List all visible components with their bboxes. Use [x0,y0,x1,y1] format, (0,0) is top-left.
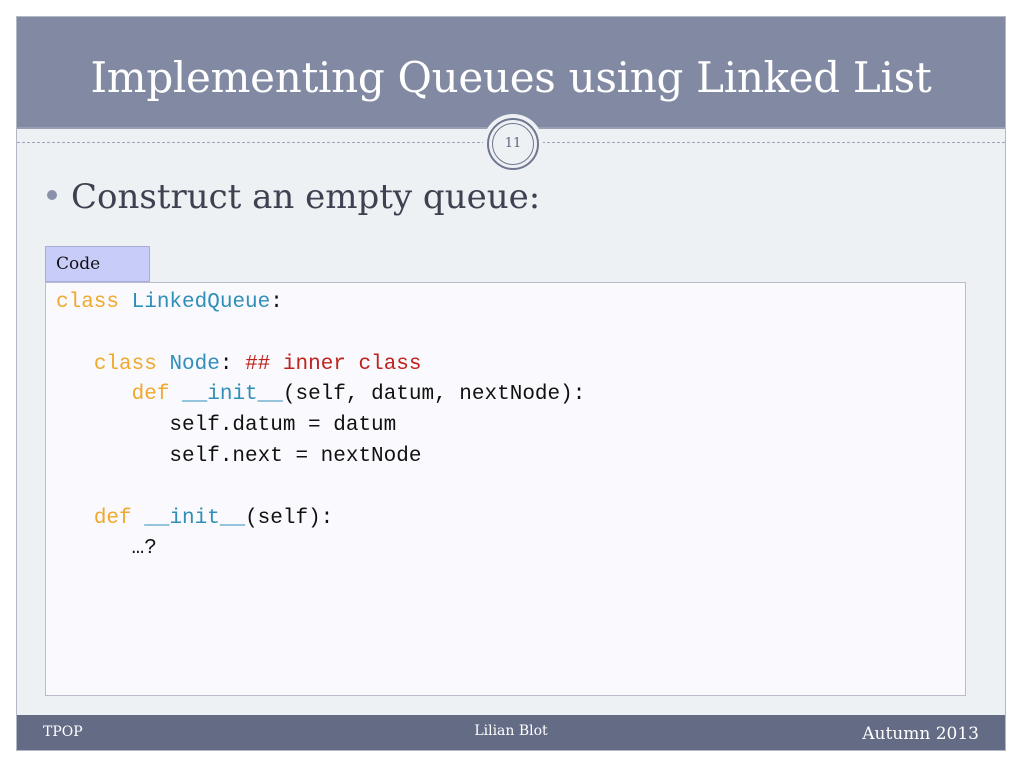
code-line-3: class Node: ## inner class [56,353,422,376]
code-tab: Code [45,246,150,282]
footer-term: Autumn 2013 [862,724,979,744]
code-line-5: self.datum = datum [56,414,397,438]
footer-author: Lilian Blot [474,723,548,739]
code-identifier: LinkedQueue [131,291,271,314]
slide-title: Implementing Queues using Linked List [90,53,932,102]
bullet-item: Construct an empty queue: [47,177,540,217]
code-identifier: Node [169,352,220,376]
code-line-6: self.next = nextNode [56,444,422,468]
page-number: 11 [504,136,522,151]
code-listing: class LinkedQueue: class Node: ## inner … [56,288,585,565]
footer-bar: TPOP Lilian Blot Autumn 2013 [17,715,1005,750]
code-identifier: __init__ [144,506,246,530]
code-indent [56,353,94,376]
bullet-text: Construct an empty queue: [71,177,541,217]
code-identifier: __init__ [182,383,283,407]
code-line-4: def __init__(self, datum, nextNode): [56,383,586,407]
code-block: class LinkedQueue: class Node: ## inner … [45,282,966,696]
code-keyword: def [131,383,170,407]
code-text: : [219,352,246,376]
code-line-1: class LinkedQueue: [56,291,283,314]
badge-inner-ring [492,123,534,165]
code-keyword: class [56,291,120,314]
page-number-badge: 11 [483,114,543,174]
code-text: (self, datum, nextNode): [282,383,586,407]
badge-outer-ring [487,118,539,170]
title-bar: Implementing Queues using Linked List [17,17,1005,127]
bullet-icon [47,190,57,200]
code-line-9: …? [56,537,157,561]
code-indent [56,383,132,406]
code-line-8: def __init__(self): [56,507,333,530]
code-text: (self): [245,506,334,530]
code-keyword: class [93,352,157,376]
code-text: : [270,291,283,314]
footer-course: TPOP [43,724,83,740]
code-comment: ## inner class [245,352,422,376]
slide: Implementing Queues using Linked List 11… [16,16,1006,751]
code-indent [56,507,94,530]
code-keyword: def [93,506,132,530]
